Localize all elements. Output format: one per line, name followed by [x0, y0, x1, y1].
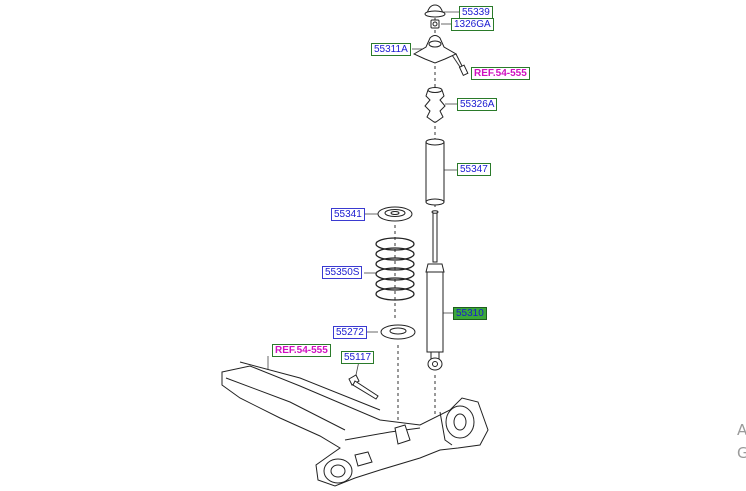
part-55310-shock-absorber	[425, 210, 445, 371]
part-55347-dust-cover	[425, 138, 445, 206]
clipped-edge-text-1: A	[737, 421, 746, 439]
callout-55272[interactable]: 55272	[333, 326, 367, 339]
callout-ref-54-555-left[interactable]: REF.54-555	[272, 344, 331, 357]
part-55341-spring-pad	[377, 206, 413, 222]
clipped-edge-text-2: G	[737, 444, 746, 462]
callout-55311A[interactable]: 55311A	[371, 43, 411, 56]
rear-axle-beam	[221, 361, 489, 487]
callout-1326GA[interactable]: 1326GA	[451, 18, 494, 31]
callout-55341[interactable]: 55341	[331, 208, 365, 221]
part-1326GA-nut	[430, 19, 440, 29]
callout-55326A[interactable]: 55326A	[457, 98, 498, 111]
callout-55347[interactable]: 55347	[457, 163, 491, 176]
callout-55350S[interactable]: 55350S	[322, 266, 363, 279]
part-55117-bolt	[348, 374, 379, 400]
part-55326A-bump-stopper	[424, 87, 446, 123]
callout-ref-54-555-top[interactable]: REF.54-555	[471, 67, 530, 80]
part-55350S-coil-spring	[375, 237, 415, 301]
part-55311A-bracket	[412, 35, 469, 77]
callout-55117[interactable]: 55117	[341, 351, 375, 364]
callout-55310[interactable]: 55310	[453, 307, 487, 320]
part-55339-cap	[424, 4, 446, 18]
part-55272-lower-seat	[380, 324, 416, 340]
